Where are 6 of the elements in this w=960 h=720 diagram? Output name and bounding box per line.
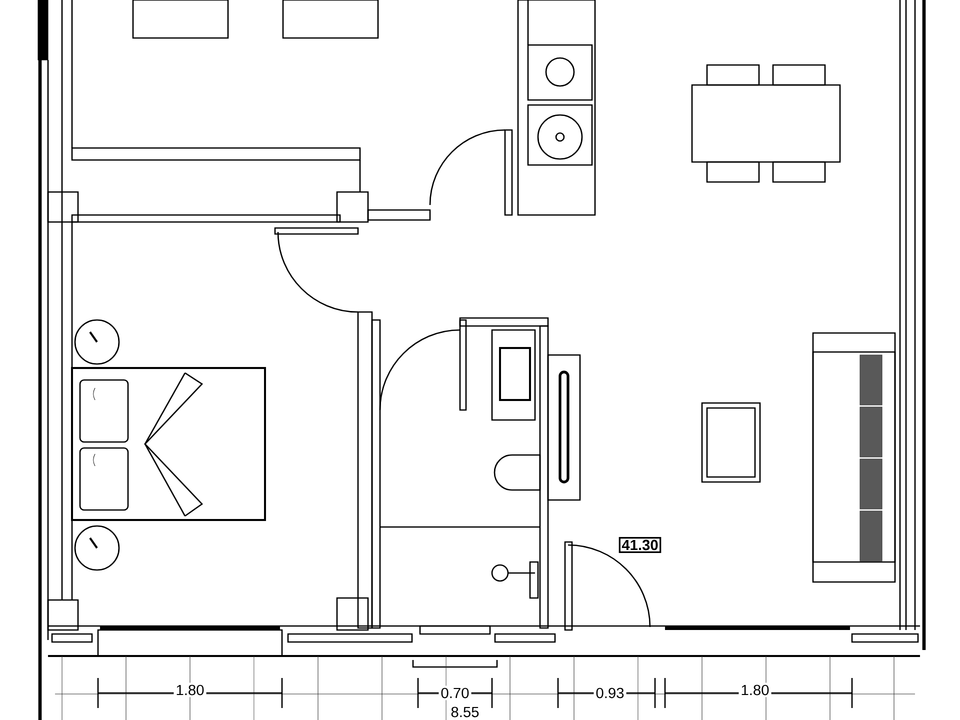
area-label: 41.30 bbox=[618, 537, 662, 553]
dimension-text: 1.80 bbox=[738, 682, 772, 698]
dimension-text: 8.55 bbox=[448, 704, 482, 720]
dimension-text: 1.80 bbox=[174, 682, 206, 698]
dimension-text: 0.93 bbox=[594, 686, 626, 700]
dimension-text: 0.70 bbox=[438, 686, 472, 700]
